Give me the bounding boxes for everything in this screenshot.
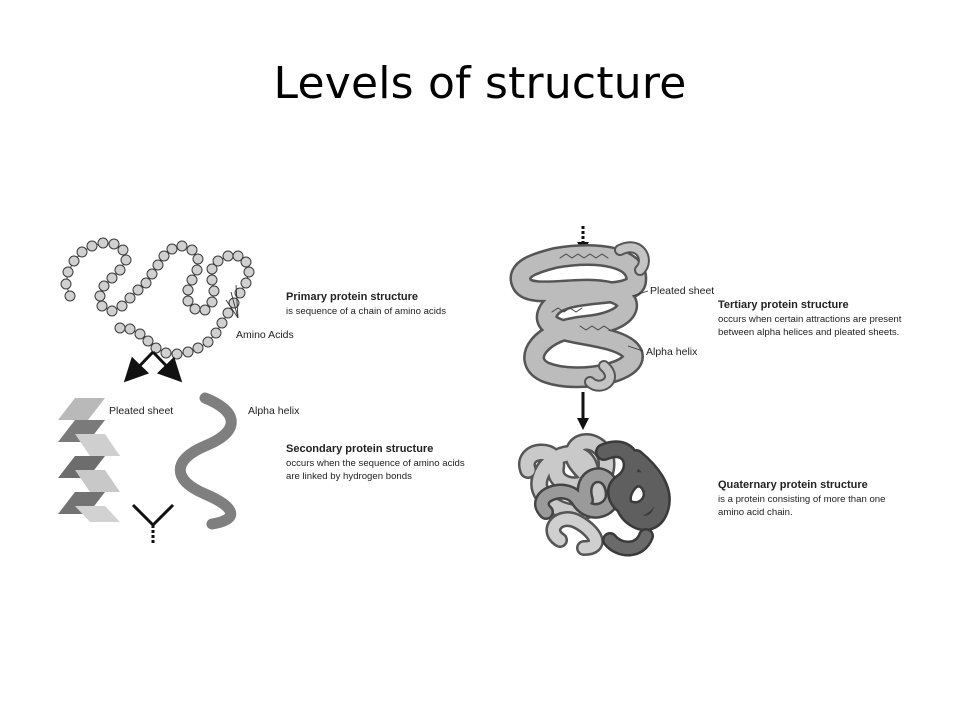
amino-acid-bead bbox=[106, 305, 118, 317]
tertiary-sheet-label: Pleated sheet bbox=[650, 285, 714, 297]
amino-acid-bead bbox=[182, 284, 194, 296]
amino-acid-bead bbox=[132, 284, 144, 296]
amino-acid-bead bbox=[208, 285, 220, 297]
quaternary-heading: Quaternary protein structure bbox=[718, 479, 868, 491]
secondary-helix-label: Alpha helix bbox=[248, 405, 300, 417]
tertiary-description-1: occurs when certain attractions are pres… bbox=[718, 314, 902, 325]
tertiary-description-2: between alpha helices and pleated sheets… bbox=[718, 327, 899, 338]
amino-acid-bead bbox=[97, 237, 109, 249]
tertiary-helix-label: Alpha helix bbox=[646, 346, 698, 358]
quaternary-fold-illustration bbox=[518, 433, 671, 557]
amino-acid-bead bbox=[216, 317, 228, 329]
amino-acid-bead bbox=[134, 328, 146, 340]
merge-arrow bbox=[131, 503, 175, 543]
amino-acid-bead bbox=[240, 256, 252, 268]
tertiary-fold-illustration bbox=[509, 241, 650, 392]
amino-acid-bead bbox=[189, 303, 201, 315]
amino-acid-bead bbox=[199, 304, 211, 316]
amino-acid-chain bbox=[60, 237, 255, 360]
amino-acid-bead bbox=[98, 280, 110, 292]
amino-acid-bead bbox=[120, 254, 132, 266]
primary-heading: Primary protein structure bbox=[286, 291, 418, 303]
amino-acid-bead bbox=[191, 264, 203, 276]
amino-acid-bead bbox=[150, 342, 162, 354]
amino-acid-bead bbox=[64, 290, 76, 302]
amino-acid-bead bbox=[182, 346, 194, 358]
secondary-description-1: occurs when the sequence of amino acids bbox=[286, 458, 465, 469]
amino-acid-bead bbox=[222, 250, 234, 262]
amino-acid-bead bbox=[186, 274, 198, 286]
amino-acid-bead bbox=[142, 335, 154, 347]
amino-acid-bead bbox=[140, 277, 152, 289]
alpha-helix-illustration bbox=[174, 392, 237, 530]
pleated-sheet-illustration bbox=[58, 398, 120, 522]
secondary-description-2: are linked by hydrogen bonds bbox=[286, 471, 412, 482]
amino-acid-bead bbox=[117, 244, 129, 256]
primary-description: is sequence of a chain of amino acids bbox=[286, 306, 446, 317]
amino-acid-bead bbox=[176, 240, 188, 252]
amino-acid-bead bbox=[234, 287, 246, 299]
amino-acid-bead bbox=[62, 266, 74, 278]
amino-acid-bead bbox=[94, 290, 106, 302]
tertiary-pointers bbox=[627, 290, 649, 352]
quaternary-description-1: is a protein consisting of more than one bbox=[718, 494, 885, 505]
amino-acids-pointers bbox=[225, 284, 239, 319]
amino-acid-bead bbox=[212, 255, 224, 267]
amino-acid-bead bbox=[210, 327, 222, 339]
amino-acids-label: Amino Acids bbox=[236, 329, 294, 341]
amino-acid-bead bbox=[206, 263, 218, 275]
amino-acid-bead bbox=[114, 264, 126, 276]
amino-acid-bead bbox=[222, 307, 234, 319]
amino-acid-bead bbox=[96, 300, 108, 312]
tertiary-heading: Tertiary protein structure bbox=[718, 299, 849, 311]
amino-acid-bead bbox=[202, 336, 214, 348]
slide-title: Levels of structure bbox=[273, 58, 687, 109]
amino-acid-bead bbox=[192, 253, 204, 265]
amino-acid-bead bbox=[232, 250, 244, 262]
amino-acid-bead bbox=[60, 278, 72, 290]
amino-acid-bead bbox=[186, 244, 198, 256]
amino-acid-bead bbox=[166, 243, 178, 255]
amino-acid-bead bbox=[240, 277, 252, 289]
secondary-heading: Secondary protein structure bbox=[286, 443, 433, 455]
amino-acid-bead bbox=[108, 238, 120, 250]
secondary-sheet-label: Pleated sheet bbox=[109, 405, 173, 417]
amino-acid-bead bbox=[76, 246, 88, 258]
amino-acid-bead bbox=[158, 250, 170, 262]
amino-acid-bead bbox=[192, 342, 204, 354]
amino-acid-bead bbox=[206, 296, 218, 308]
amino-acid-bead bbox=[68, 255, 80, 267]
amino-acid-bead bbox=[243, 266, 255, 278]
quaternary-description-2: amino acid chain. bbox=[718, 507, 793, 518]
amino-acid-bead bbox=[124, 292, 136, 304]
amino-acid-bead bbox=[152, 259, 164, 271]
amino-acid-bead bbox=[124, 323, 136, 335]
amino-acid-bead bbox=[182, 295, 194, 307]
amino-acid-bead bbox=[86, 240, 98, 252]
amino-acid-bead bbox=[171, 348, 183, 360]
amino-acid-bead bbox=[206, 274, 218, 286]
amino-acid-bead bbox=[106, 272, 118, 284]
amino-acid-bead bbox=[146, 268, 158, 280]
amino-acid-bead bbox=[116, 300, 128, 312]
tertiary-to-quaternary-arrow bbox=[577, 392, 589, 430]
split-arrows bbox=[123, 350, 183, 383]
amino-acid-bead bbox=[160, 347, 172, 359]
amino-acid-bead bbox=[114, 322, 126, 334]
